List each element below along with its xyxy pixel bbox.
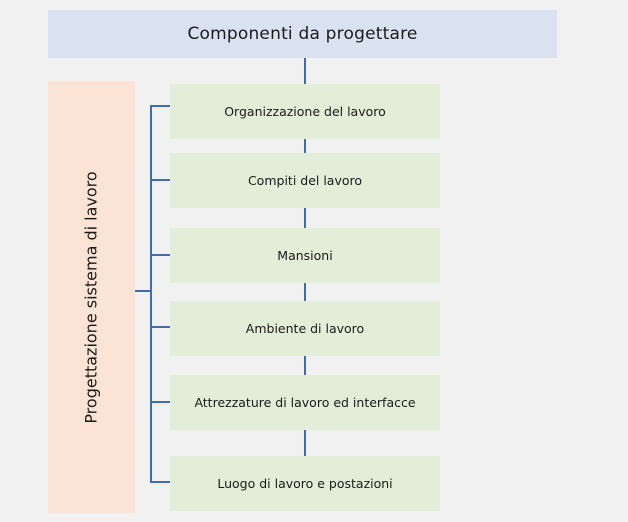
- component-box-attrezzature-di-lavoro-ed-interfacce: Attrezzature di lavoro ed interfacce: [170, 375, 440, 430]
- component-box-organizzazione-del-lavoro: Organizzazione del lavoro: [170, 84, 440, 139]
- component-box-luogo-di-lavoro-e-postazioni: Luogo di lavoro e postazioni: [170, 456, 440, 511]
- connector-box1-box2: [304, 139, 306, 153]
- connector-sidebox-to-spine: [135, 290, 152, 292]
- connector-box2-box3: [304, 208, 306, 228]
- component-box-label: Ambiente di lavoro: [245, 321, 365, 336]
- side-box-text-wrap: Progettazione sistema di lavoro: [48, 81, 135, 513]
- component-box-label: Luogo di lavoro e postazioni: [217, 476, 393, 491]
- bracket-stub-3: [150, 254, 170, 256]
- bracket-stub-2: [150, 179, 170, 181]
- connector-box5-box6: [304, 430, 306, 456]
- title-box-label: Componenti da progettare: [187, 24, 418, 44]
- bracket-stub-6: [150, 481, 170, 483]
- component-box-label: Organizzazione del lavoro: [224, 104, 386, 119]
- component-box-mansioni: Mansioni: [170, 228, 440, 283]
- bracket-spine: [150, 105, 152, 483]
- connector-box3-box4: [304, 283, 306, 301]
- bracket-stub-4: [150, 326, 170, 328]
- title-box: Componenti da progettare: [48, 10, 557, 58]
- side-box: Progettazione sistema di lavoro: [48, 81, 135, 513]
- component-box-label: Attrezzature di lavoro ed interfacce: [194, 395, 416, 410]
- component-box-ambiente-di-lavoro: Ambiente di lavoro: [170, 301, 440, 356]
- component-box-label: Compiti del lavoro: [247, 173, 363, 188]
- connector-box4-box5: [304, 356, 306, 375]
- side-box-label: Progettazione sistema di lavoro: [82, 170, 102, 424]
- bracket-stub-5: [150, 401, 170, 403]
- connector-title-to-first: [304, 58, 306, 84]
- component-box-label: Mansioni: [277, 248, 333, 263]
- component-box-compiti-del-lavoro: Compiti del lavoro: [170, 153, 440, 208]
- bracket-stub-1: [150, 105, 170, 107]
